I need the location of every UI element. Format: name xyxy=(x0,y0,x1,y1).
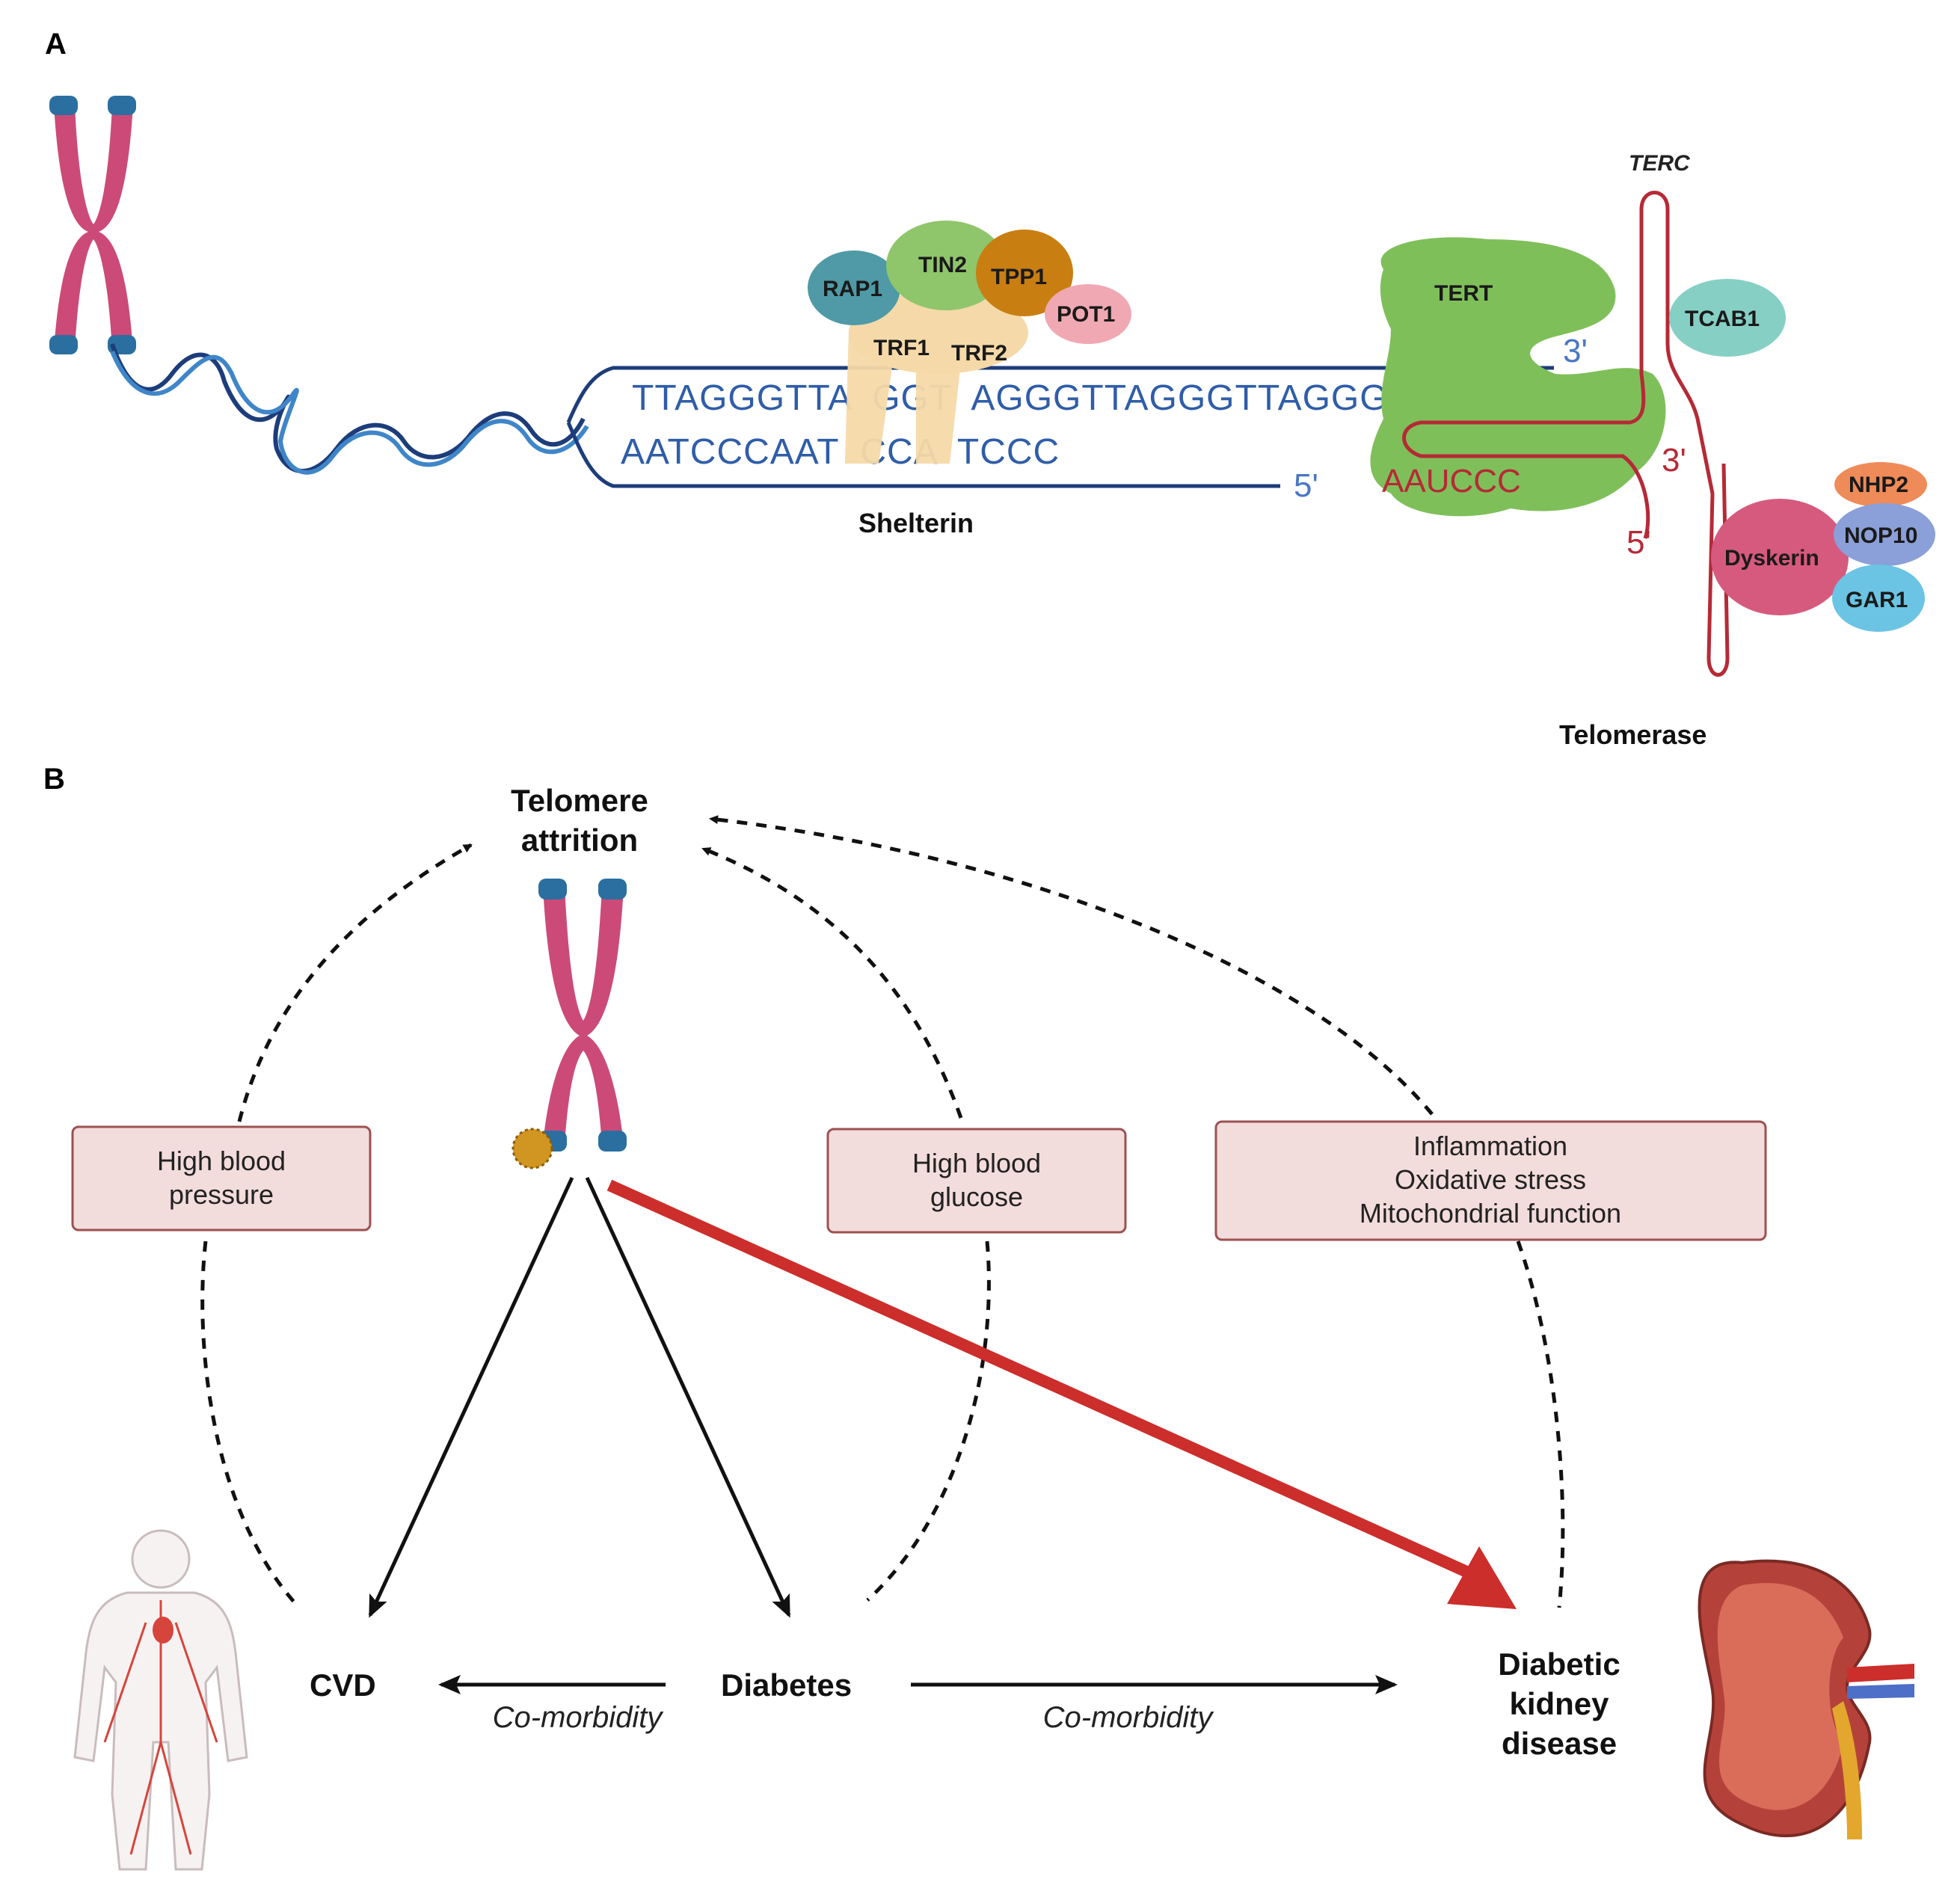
tpp1-label: TPP1 xyxy=(991,265,1047,289)
telomere-attrition-line1: Telomere xyxy=(511,783,648,818)
comorbidity-left-label: Co-morbidity xyxy=(493,1701,665,1734)
dashed-feedback-arcs xyxy=(200,815,1565,1609)
tpp1-protein xyxy=(976,230,1073,316)
pot1-label: POT1 xyxy=(1057,302,1115,327)
glucose-arc-lower xyxy=(866,1240,991,1602)
tert-protein xyxy=(1370,237,1666,517)
gar1-protein xyxy=(1832,565,1925,632)
telomerase-label: Telomerase xyxy=(1559,719,1706,750)
tcab1-label: TCAB1 xyxy=(1685,307,1760,331)
diabetes-label: Diabetes xyxy=(721,1667,852,1703)
solid-arrows xyxy=(368,1176,791,1618)
trf-legs xyxy=(845,292,1028,464)
inflammation-box: Inflammation Oxidative stress Mitochondr… xyxy=(1214,1120,1767,1241)
chromosome-icon xyxy=(49,96,136,354)
human-body-icon xyxy=(73,1529,248,1871)
bp-arc-lower xyxy=(200,1240,301,1609)
tert-label: TERT xyxy=(1434,281,1493,306)
high-blood-pressure-box: High blood pressure xyxy=(71,1125,372,1232)
terc-rna xyxy=(1402,191,1730,677)
trf1-label: TRF1 xyxy=(873,336,930,360)
rap1-label: RAP1 xyxy=(823,277,882,301)
panel-b-letter: B xyxy=(43,763,65,796)
inflammation-arc-upper xyxy=(709,815,1434,1116)
nop10-protein xyxy=(1834,503,1935,566)
terc-five-prime-label: 5' xyxy=(1626,524,1651,561)
terc-label: TERC xyxy=(1629,151,1691,176)
dyskerin-protein xyxy=(1711,499,1849,615)
pot1-protein xyxy=(1045,284,1131,344)
kidney-icon xyxy=(1698,1559,1914,1839)
terc-three-prime-label: 3' xyxy=(1662,442,1686,479)
glucose-arc-upper xyxy=(701,846,963,1119)
dkd-label-line2: kidney xyxy=(1509,1686,1609,1721)
telomere-attrition-line2: attrition xyxy=(521,823,638,858)
dyskerin-label: Dyskerin xyxy=(1724,546,1819,571)
chromosome-icon xyxy=(511,879,627,1169)
box-inflammation-line1: Inflammation xyxy=(1413,1131,1567,1161)
dkd-label-line3: disease xyxy=(1502,1726,1617,1761)
five-prime-end-label: 5' xyxy=(1294,467,1318,504)
comorbidity-right-label: Co-morbidity xyxy=(1043,1701,1215,1734)
box-inflammation-line2: Oxidative stress xyxy=(1395,1164,1586,1195)
nop10-label: NOP10 xyxy=(1844,523,1917,548)
box-bp-line1: High blood xyxy=(157,1146,286,1176)
cvd-label: CVD xyxy=(310,1667,376,1703)
dkd-label-line1: Diabetic xyxy=(1498,1647,1620,1682)
telomerase-complex: TERT AAUCCC 3' 5' TERC TCAB1 Dyskerin NH… xyxy=(1370,151,1935,677)
panel-a-letter: A xyxy=(45,28,67,61)
tin2-label: TIN2 xyxy=(918,253,967,277)
nhp2-protein xyxy=(1834,462,1927,507)
tcab1-protein xyxy=(1669,279,1786,357)
shelterin-label: Shelterin xyxy=(858,508,974,538)
attrition-to-cvd-arrow xyxy=(368,1176,574,1618)
shelterin-complex: RAP1 TIN2 TPP1 POT1 TRF1 TRF2 xyxy=(808,221,1131,464)
rna-template-sequence: AAUCCC xyxy=(1382,463,1521,499)
box-glucose-line1: High blood xyxy=(912,1148,1041,1178)
rap1-protein xyxy=(808,250,900,325)
box-inflammation-line3: Mitochondrial function xyxy=(1360,1198,1621,1229)
telomere-dna-strands xyxy=(566,366,1554,488)
inflammation-arc-lower xyxy=(1516,1240,1565,1608)
attrition-to-diabetes-arrow xyxy=(585,1176,791,1618)
dna-helix xyxy=(110,343,589,475)
tin2-protein xyxy=(886,221,1006,310)
bottom-strand-sequence: AATCCCAAT CCA TCCC xyxy=(621,432,1060,472)
box-bp-line2: pressure xyxy=(169,1179,274,1210)
nhp2-label: NHP2 xyxy=(1849,473,1908,497)
trf2-label: TRF2 xyxy=(951,341,1007,366)
box-glucose-line2: glucose xyxy=(930,1181,1023,1212)
gar1-label: GAR1 xyxy=(1846,588,1908,612)
three-prime-end-label: 3' xyxy=(1563,333,1588,369)
high-blood-glucose-box: High blood glucose xyxy=(826,1128,1127,1234)
attrition-to-dkd-red-arrow xyxy=(606,1179,1517,1609)
bp-arc-upper xyxy=(237,843,473,1122)
